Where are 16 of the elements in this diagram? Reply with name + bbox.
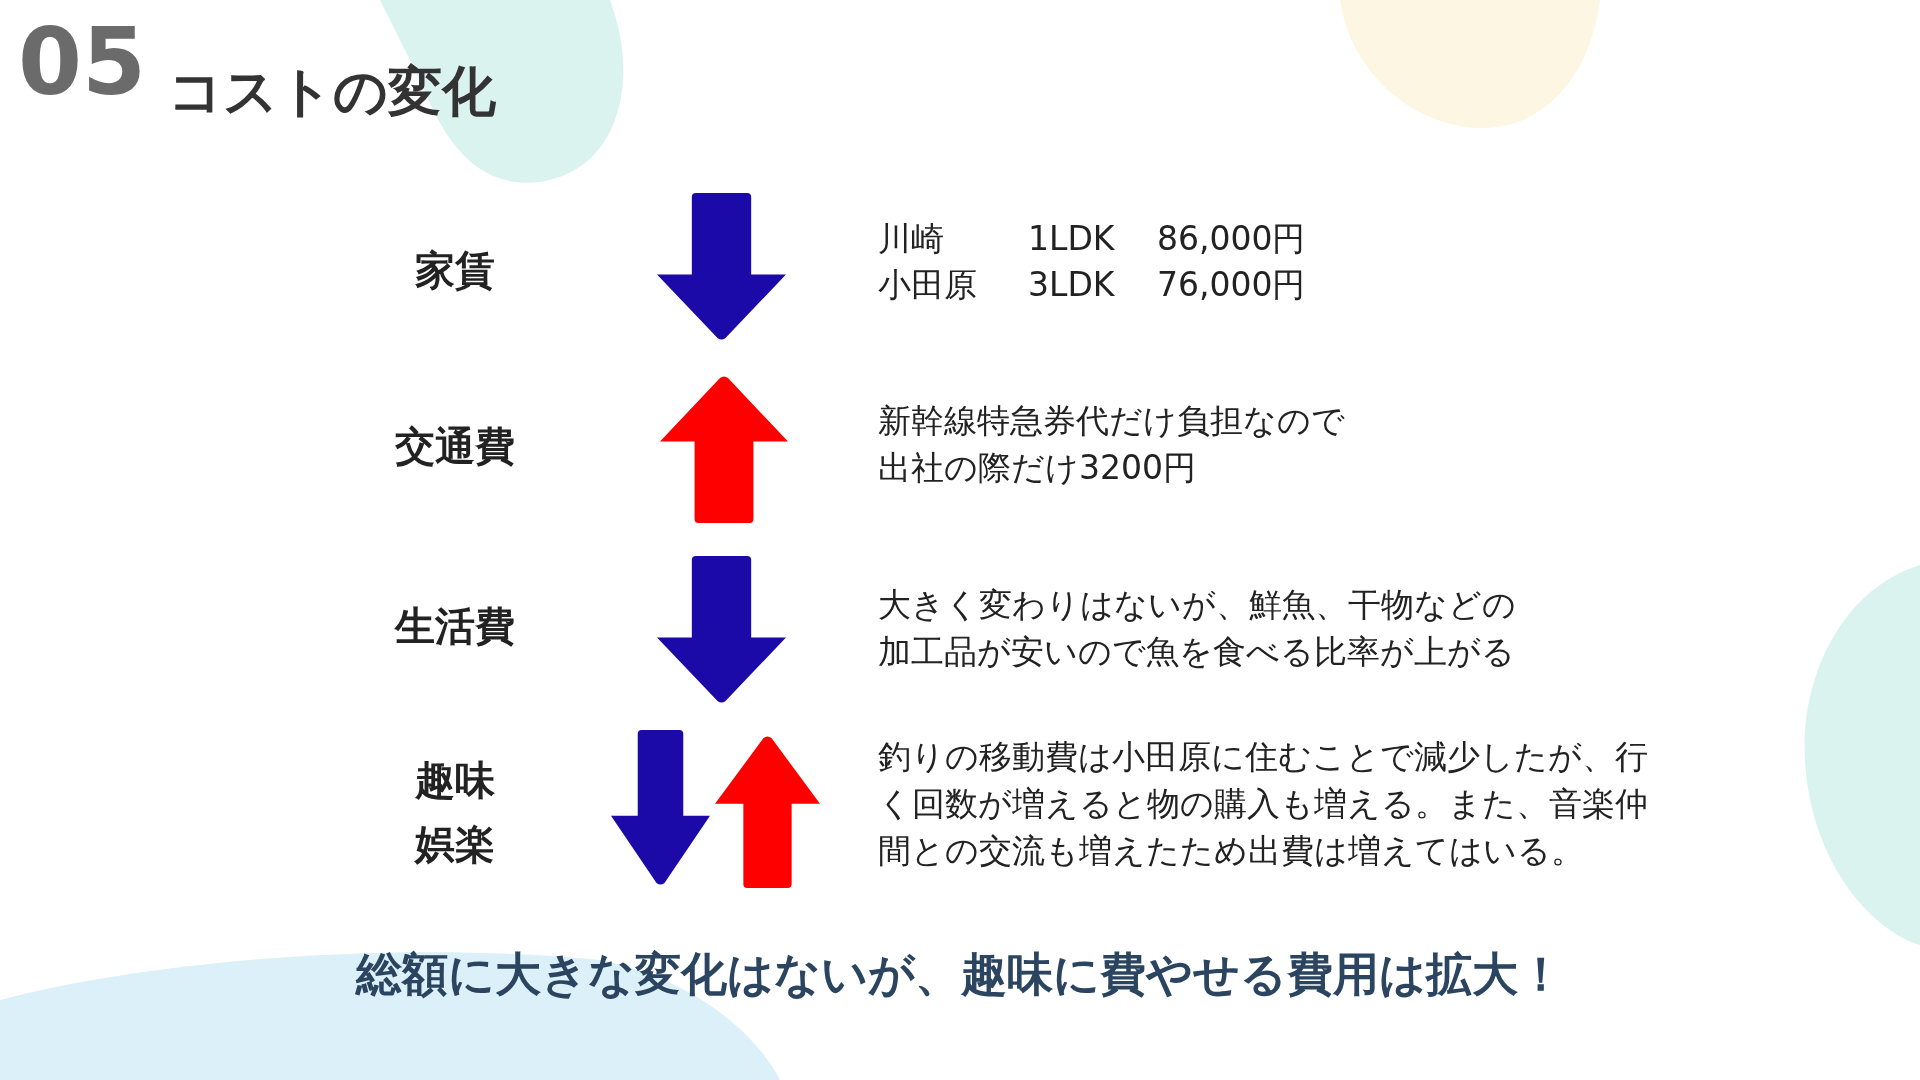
slide-title: コストの変化	[168, 60, 496, 125]
row-label: 趣味娯楽	[413, 756, 496, 869]
table-cell-text: 1LDK	[1028, 218, 1115, 260]
row-label: 生活費	[393, 602, 516, 651]
table-cell-text: 76,000円	[1157, 264, 1306, 306]
table-cell-text: 86,000円	[1157, 218, 1306, 260]
slide-number: 05	[18, 12, 147, 114]
summary-text: 総額に大きな変化はないが、趣味に費やせる費用は拡大！	[354, 946, 1565, 1003]
row-label: 交通費	[394, 422, 516, 471]
description-text: 大きく変わりはないが、鮮魚、干物などの加工品が安いので魚を食べる比率が上がる	[878, 584, 1517, 673]
description-text: 新幹線特急券代だけ負担なので出社の際だけ3200円	[878, 400, 1346, 489]
row-label: 家賃	[414, 246, 496, 295]
table-cell-text: 小田原	[878, 264, 977, 306]
table-cell-text: 3LDK	[1028, 264, 1115, 306]
table-cell-text: 川崎	[878, 218, 944, 260]
description-text: 釣りの移動費は小田原に住むことで減少したが、行く回数が増えると物の購入も増える。また、音楽仲間との交流も増えたため出費は増えてはいる。	[878, 736, 1648, 872]
